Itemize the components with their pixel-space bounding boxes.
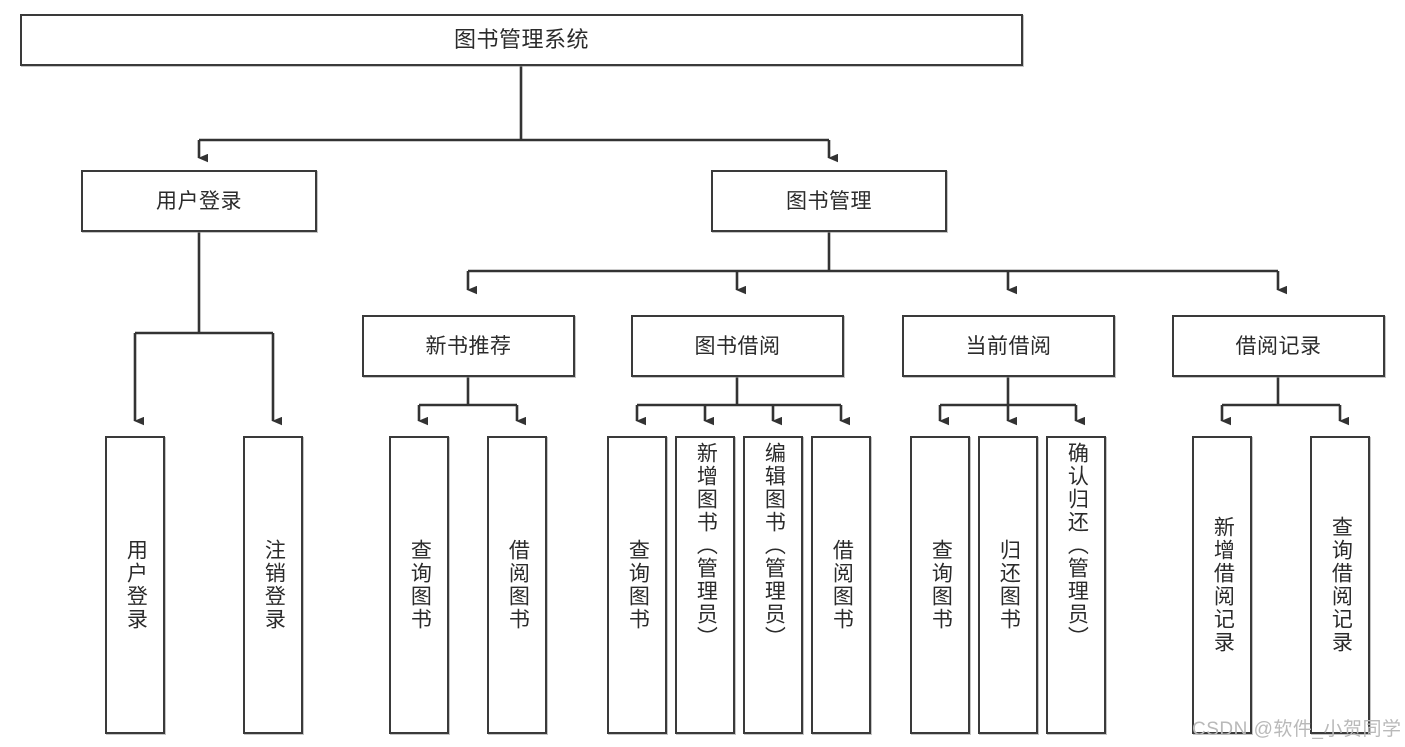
node-user-login[interactable]: 用户登录 bbox=[81, 170, 317, 232]
node-label: 借阅图书 bbox=[506, 539, 530, 631]
node-label: 查询图书 bbox=[929, 539, 953, 631]
leaf-current-borrow-return-book[interactable]: 归还图书 bbox=[978, 436, 1038, 734]
node-label: 查询图书 bbox=[408, 539, 432, 631]
leaf-new-book-query-book[interactable]: 查询图书 bbox=[389, 436, 449, 734]
node-label: 借阅图书 bbox=[830, 539, 854, 631]
leaf-borrow-record-query-record[interactable]: 查询借阅记录 bbox=[1310, 436, 1370, 734]
node-label: 新增借阅记录 bbox=[1211, 516, 1235, 654]
node-label: 新书推荐 bbox=[425, 334, 512, 358]
node-label: 归还图书 bbox=[997, 539, 1021, 631]
node-label: 图书借阅 bbox=[694, 334, 781, 358]
watermark-text: CSDN @软件_小贺同学 bbox=[1192, 719, 1402, 740]
node-label: 当前借阅 bbox=[965, 334, 1052, 358]
node-label: 查询借阅记录 bbox=[1329, 516, 1353, 654]
leaf-user-login-login[interactable]: 用户登录 bbox=[105, 436, 165, 734]
node-borrow-record[interactable]: 借阅记录 bbox=[1172, 315, 1385, 377]
node-label: 用户登录 bbox=[124, 539, 148, 631]
leaf-user-login-logout[interactable]: 注销登录 bbox=[243, 436, 303, 734]
node-new-book-recommend[interactable]: 新书推荐 bbox=[362, 315, 575, 377]
node-book-management[interactable]: 图书管理 bbox=[711, 170, 947, 232]
node-label: 查询图书 bbox=[626, 539, 650, 631]
node-label: 注销登录 bbox=[262, 539, 286, 631]
leaf-current-borrow-confirm-return-admin[interactable]: 确认归还（管理员） bbox=[1046, 436, 1106, 734]
node-current-borrow[interactable]: 当前借阅 bbox=[902, 315, 1115, 377]
node-label: 图书管理 bbox=[786, 189, 872, 213]
leaf-new-book-borrow-book[interactable]: 借阅图书 bbox=[487, 436, 547, 734]
node-label: 图书管理系统 bbox=[453, 27, 589, 52]
node-root-book-management-system[interactable]: 图书管理系统 bbox=[20, 14, 1023, 66]
node-label: 新增图书（管理员） bbox=[694, 442, 718, 649]
leaf-book-borrow-add-book-admin[interactable]: 新增图书（管理员） bbox=[675, 436, 735, 734]
leaf-book-borrow-borrow-book[interactable]: 借阅图书 bbox=[811, 436, 871, 734]
node-label: 确认归还（管理员） bbox=[1065, 442, 1089, 649]
leaf-book-borrow-edit-book-admin[interactable]: 编辑图书（管理员） bbox=[743, 436, 803, 734]
leaf-borrow-record-add-record[interactable]: 新增借阅记录 bbox=[1192, 436, 1252, 734]
node-label: 借阅记录 bbox=[1235, 334, 1322, 358]
leaf-book-borrow-query-book[interactable]: 查询图书 bbox=[607, 436, 667, 734]
node-label: 用户登录 bbox=[156, 189, 242, 213]
node-label: 编辑图书（管理员） bbox=[762, 442, 786, 649]
node-book-borrow[interactable]: 图书借阅 bbox=[631, 315, 844, 377]
leaf-current-borrow-query-book[interactable]: 查询图书 bbox=[910, 436, 970, 734]
